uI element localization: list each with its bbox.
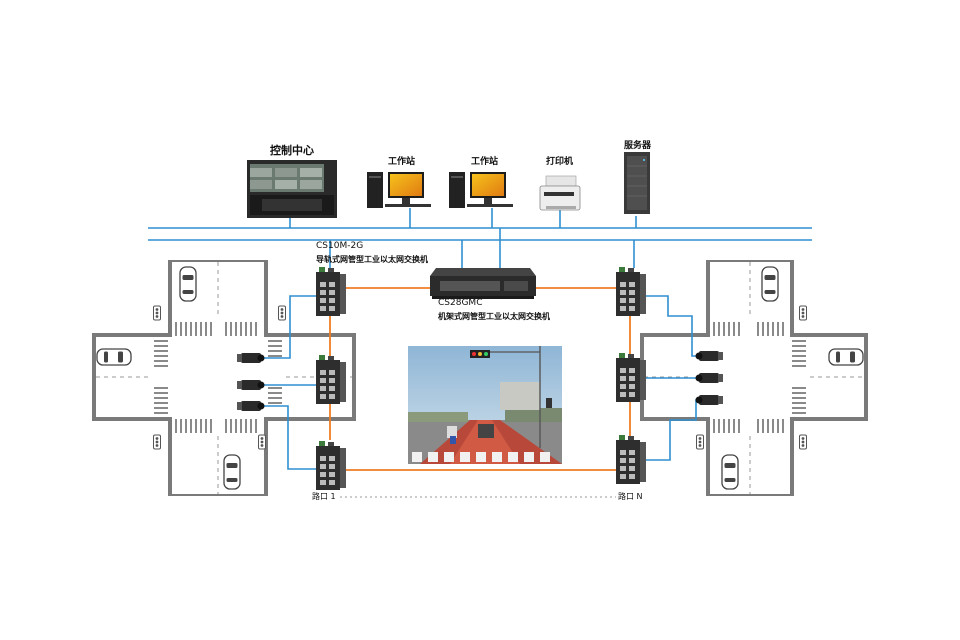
car-icon xyxy=(223,454,241,490)
left-intersection xyxy=(92,260,356,496)
car-icon xyxy=(179,266,197,302)
server-rack-icon xyxy=(624,152,650,214)
workstation-computer-icon xyxy=(367,172,431,208)
traffic-light-icon xyxy=(153,305,161,321)
workstation-computer-icon xyxy=(449,172,513,208)
din-rail-switch-icon xyxy=(316,267,346,316)
bullet-camera-icon xyxy=(237,353,265,363)
workstation-2-label: 工作站 xyxy=(471,157,499,167)
cs10-model-label: CS10M-2G xyxy=(316,241,364,251)
din-rail-switch-icon xyxy=(616,353,646,402)
video-wall-icon xyxy=(247,160,337,218)
car-icon xyxy=(96,348,132,366)
cs28-desc-label: 机架式网管型工业以太网交换机 xyxy=(438,312,550,321)
din-rail-switch-icon xyxy=(316,355,346,404)
printer-icon xyxy=(539,175,581,211)
printer-label: 打印机 xyxy=(546,157,574,167)
bullet-camera-icon xyxy=(695,395,723,405)
bullet-camera-icon xyxy=(695,373,723,383)
control-center-label: 控制中心 xyxy=(270,144,314,157)
traffic-light-icon xyxy=(799,305,807,321)
din-rail-switch-icon xyxy=(616,267,646,316)
car-icon xyxy=(828,348,864,366)
backbone-network xyxy=(148,208,812,470)
bullet-camera-icon xyxy=(237,380,265,390)
traffic-light-icon xyxy=(153,434,161,450)
din-rail-switch-icon xyxy=(616,435,646,484)
traffic-intersection-photo xyxy=(408,346,562,464)
workstation-1-label: 工作站 xyxy=(388,157,416,167)
traffic-light-icon xyxy=(799,434,807,450)
bullet-camera-icon xyxy=(695,351,723,361)
rack-switch-icon xyxy=(430,268,536,299)
cs10-desc-label: 导轨式网管型工业以太网交换机 xyxy=(316,255,428,264)
server-label: 服务器 xyxy=(624,141,652,151)
car-icon xyxy=(721,454,739,490)
traffic-light-icon xyxy=(258,434,266,450)
junction-n-label: 路口 N xyxy=(618,492,643,501)
traffic-light-icon xyxy=(696,434,704,450)
car-icon xyxy=(761,266,779,302)
junction-1-label: 路口 1 xyxy=(312,492,336,501)
din-rail-switch-icon xyxy=(316,441,346,490)
traffic-light-icon xyxy=(278,305,286,321)
cs28-model-label: CS28GMC xyxy=(438,298,483,308)
bullet-camera-icon xyxy=(237,401,265,411)
fiber-ring xyxy=(329,287,631,471)
